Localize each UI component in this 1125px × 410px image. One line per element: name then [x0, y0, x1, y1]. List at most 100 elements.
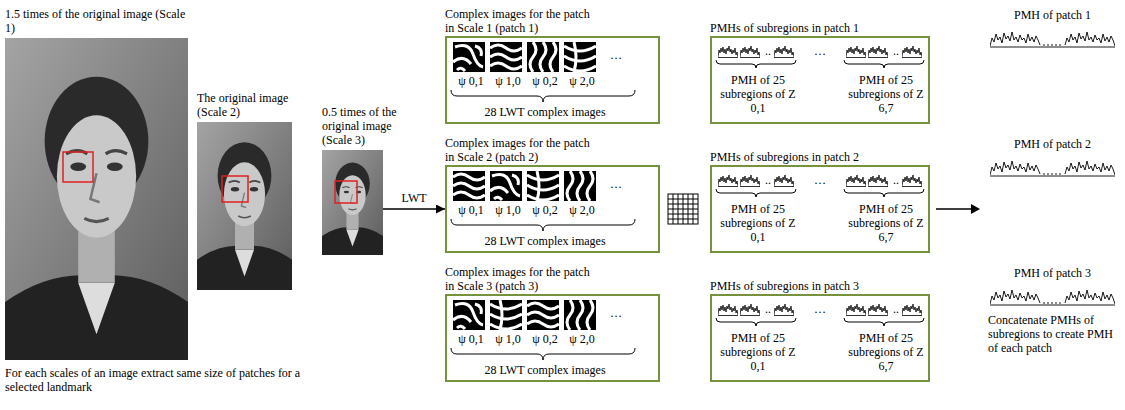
image-label: ψ 0,2 [525, 203, 565, 217]
face-photo [5, 38, 188, 360]
arrow-connector [383, 208, 445, 210]
histogram-icon [718, 175, 738, 187]
node-text: 28 LWT complex images [451, 105, 639, 119]
brace [716, 189, 796, 197]
node-heading: 1.5 times of the original image (Scale 1… [5, 7, 188, 35]
image-label: .. [889, 302, 903, 316]
histogram-icon [902, 304, 922, 316]
brace [451, 219, 635, 231]
complex-image [453, 300, 485, 330]
complex-images-box: Complex images for the patch in Scale 2 … [445, 165, 660, 253]
node-heading: PMHs of subregions in patch 1 [710, 21, 930, 35]
histogram-icon [868, 46, 888, 58]
patch-marker [335, 181, 357, 203]
photo-region: 0.5 times of the original image (Scale 3… [322, 150, 383, 255]
face-photo [322, 150, 383, 255]
node-text: … [808, 302, 832, 316]
node-text: PMH of 25 subregions of Z 0,1 [716, 202, 800, 244]
node-text: PMH of 25 subregions of Z 6,7 [844, 202, 928, 244]
concat-arrow [936, 204, 980, 214]
node-heading: Complex images for the patch in Scale 1 … [445, 7, 600, 35]
complex-images-box: Complex images for the patch in Scale 3 … [445, 294, 660, 382]
histogram-icon [774, 304, 794, 316]
image-label: ψ 1,0 [488, 332, 528, 346]
node-text: … [808, 44, 832, 58]
image-label: .. [889, 44, 903, 58]
histogram-icon [868, 175, 888, 187]
photo-region: The original image (Scale 2) [197, 122, 292, 290]
complex-image [490, 42, 522, 72]
image-label: ψ 0,1 [451, 332, 491, 346]
photo-region: 1.5 times of the original image (Scale 1… [5, 38, 188, 360]
annotation: PMH of patch 1 [990, 8, 1115, 22]
histogram-icon [740, 46, 760, 58]
histogram-icon [846, 304, 866, 316]
image-label: ψ 1,0 [488, 74, 528, 88]
complex-image [564, 300, 596, 330]
brace [844, 318, 924, 326]
patch-marker [222, 176, 248, 202]
histogram-icon [740, 175, 760, 187]
node-text: PMH of 25 subregions of Z 6,7 [844, 73, 928, 115]
image-label: ψ 2,0 [562, 203, 602, 217]
complex-image [564, 171, 596, 201]
histogram-icon [774, 46, 794, 58]
histogram-icon [868, 304, 888, 316]
histogram-icon [902, 46, 922, 58]
image-label: .. [889, 173, 903, 187]
pmh-box: PMHs of subregions in patch 2PMH of 25 s… [710, 165, 930, 253]
image-label: .. [761, 173, 775, 187]
complex-image [490, 300, 522, 330]
image-label: .. [761, 302, 775, 316]
complex-image [527, 171, 559, 201]
brace [716, 318, 796, 326]
image-label: ψ 0,2 [525, 332, 565, 346]
image-label: ψ 1,0 [488, 203, 528, 217]
image-label: ψ 0,2 [525, 74, 565, 88]
node-text: 28 LWT complex images [451, 234, 639, 248]
node-text: PMH of 25 subregions of Z 6,7 [844, 331, 928, 373]
image-label: .. [761, 44, 775, 58]
complex-image [453, 171, 485, 201]
arrow-line [936, 208, 972, 210]
complex-images-box: Complex images for the patch in Scale 1 … [445, 36, 660, 124]
histogram [990, 290, 1115, 305]
node-heading: Complex images for the patch in Scale 2 … [445, 136, 600, 164]
complex-image [527, 300, 559, 330]
arrow-head [971, 204, 980, 214]
image-label: … [601, 48, 631, 62]
histogram-icon [846, 46, 866, 58]
image-label: ψ 0,1 [451, 74, 491, 88]
face-photos [5, 38, 383, 360]
brace [844, 60, 924, 68]
node-heading: PMHs of subregions in patch 3 [710, 279, 930, 293]
grid-icon [668, 194, 698, 224]
annotation: For each scales of an image extract same… [5, 366, 335, 394]
node-text: 28 LWT complex images [451, 363, 639, 377]
annotation: PMH of patch 3 [990, 266, 1115, 280]
histogram-icon [902, 175, 922, 187]
image-label: ψ 0,1 [451, 203, 491, 217]
node-heading: 0.5 times of the original image (Scale 3… [322, 105, 410, 147]
patch-marker [63, 152, 93, 182]
brace [844, 189, 924, 197]
annotation: Concatenate PMHs of subregions to create… [988, 313, 1120, 355]
brace [451, 348, 635, 360]
histogram-icon [718, 304, 738, 316]
braces [451, 60, 924, 360]
node-heading: Complex images for the patch in Scale 3 … [445, 265, 600, 293]
complex-image [564, 42, 596, 72]
image-label: … [601, 306, 631, 320]
node-text: PMH of 25 subregions of Z 0,1 [716, 73, 800, 115]
histogram-icon [718, 46, 738, 58]
patch-histograms [990, 32, 1115, 305]
node-heading: The original image (Scale 2) [197, 91, 307, 119]
complex-image [453, 42, 485, 72]
face-photo [197, 122, 292, 290]
complex-image [490, 171, 522, 201]
histogram [990, 32, 1115, 47]
node-text: PMH of 25 subregions of Z 0,1 [716, 331, 800, 373]
